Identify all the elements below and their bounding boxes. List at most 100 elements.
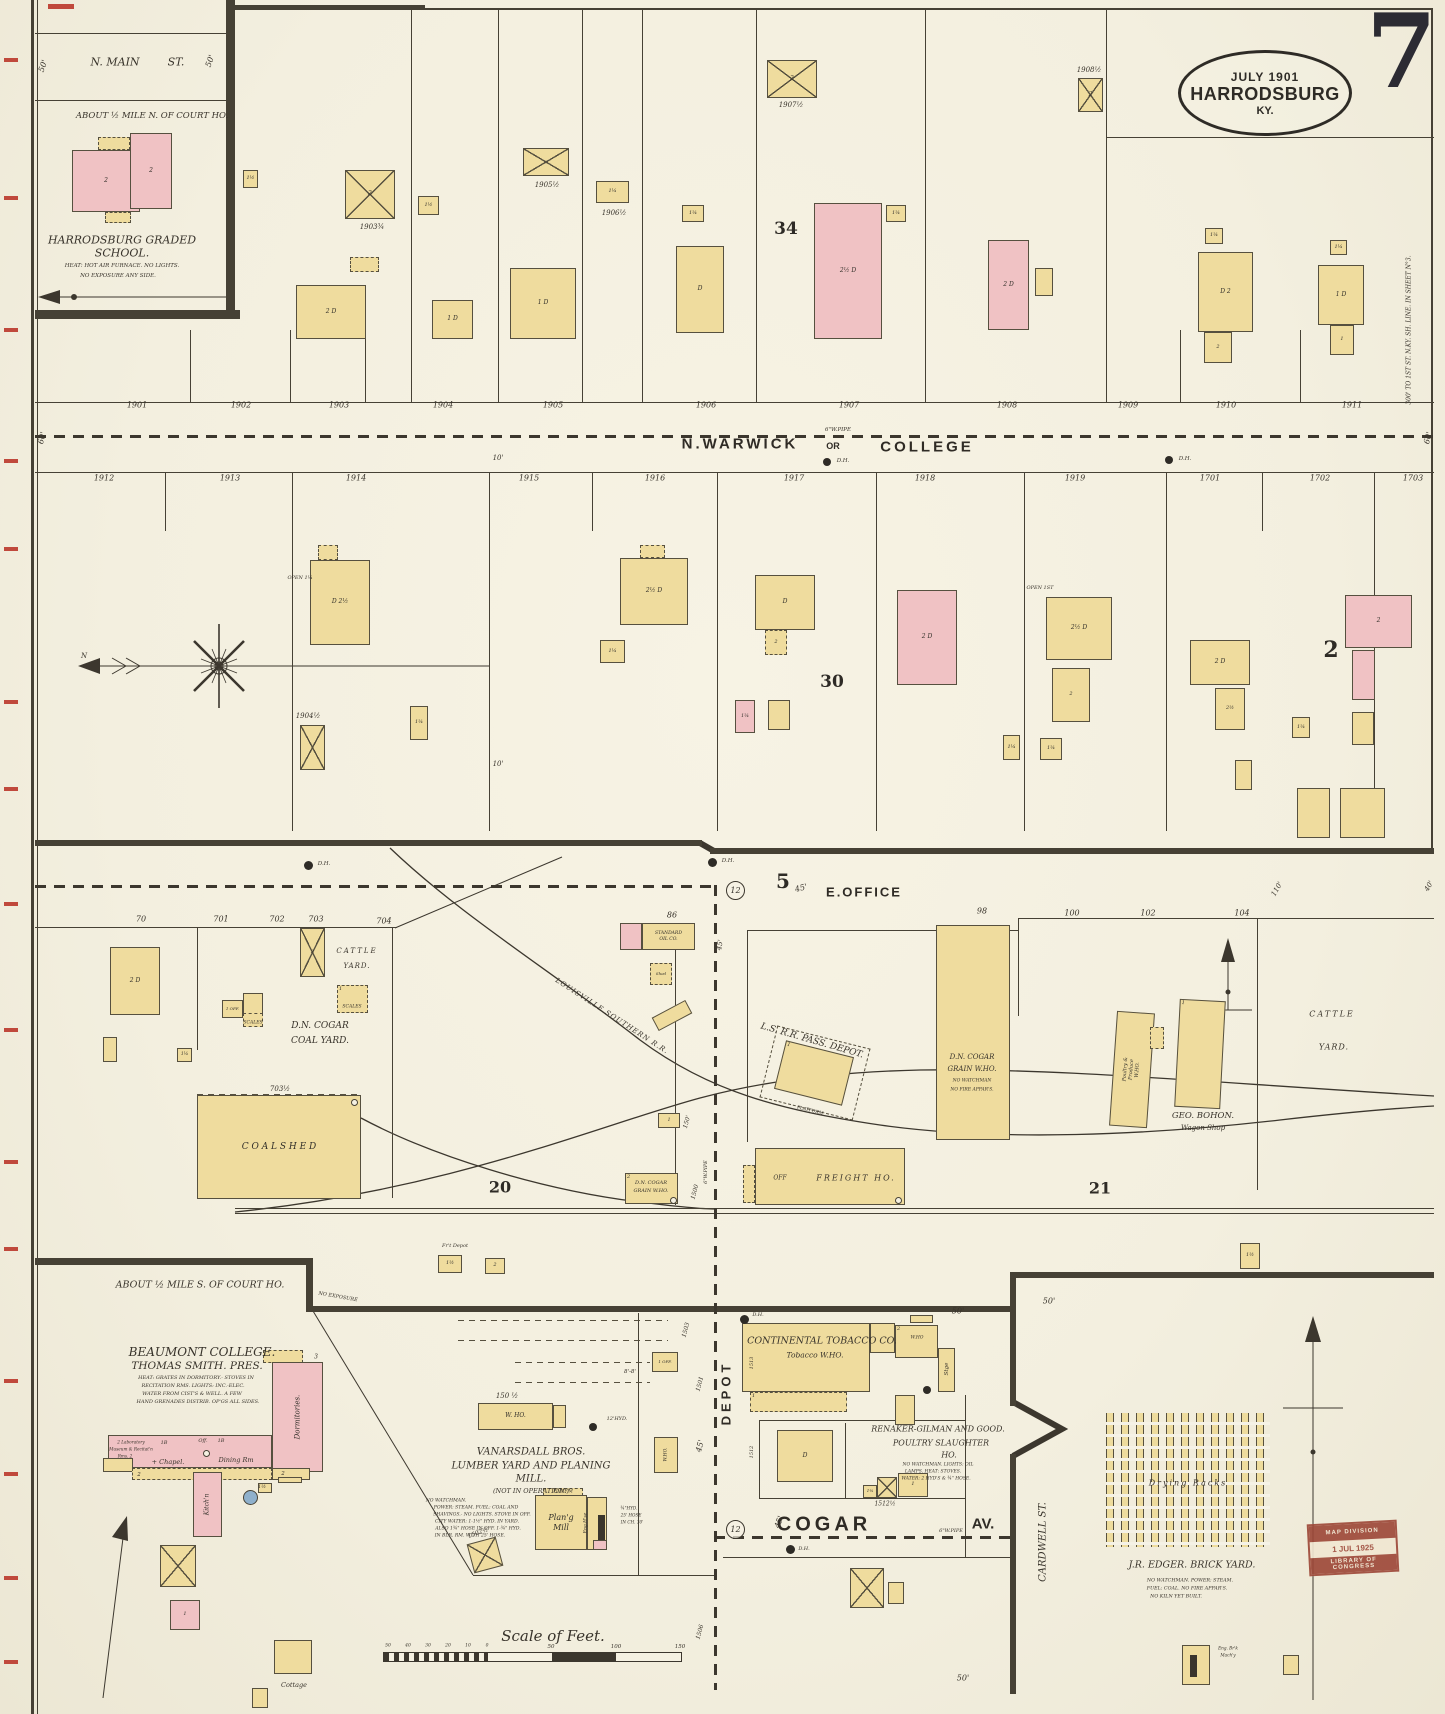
building-label: 1¼: [1046, 745, 1056, 752]
edge-red-mark: [4, 787, 18, 791]
map-label: GRAIN W.HO.: [947, 1065, 997, 1073]
building: 2: [1052, 668, 1090, 722]
building: 1½: [438, 1255, 462, 1273]
map-line: [845, 1423, 846, 1498]
map-label: D.N. COGAR: [291, 1021, 349, 1031]
map-label: 20: [488, 1177, 512, 1197]
map-label: LAMPS. HEAT: STOVES.: [904, 1469, 962, 1475]
building: [870, 1323, 895, 1353]
map-label: 6"W.PIPE: [703, 1160, 709, 1184]
map-line: [35, 1258, 308, 1265]
edge-red-mark: [4, 196, 18, 200]
map-label: 701: [213, 914, 229, 924]
library-of-congress-stamp: MAP DIVISION 1 JUL 1925 LIBRARY OF CONGR…: [1306, 1519, 1400, 1577]
building-label: 1¼: [1209, 232, 1219, 239]
map-label: 1½: [257, 1484, 267, 1490]
map-label: OR: [826, 441, 840, 451]
edge-red-mark: [4, 1379, 18, 1383]
building-label: 2 D: [921, 633, 933, 641]
building-label: Poultry & Produce W.HO.: [1121, 1056, 1141, 1082]
map-linework-item: [1310, 1449, 1316, 1455]
building: 2: [485, 1258, 505, 1274]
map-label: 10: [465, 1643, 471, 1649]
building: [895, 1395, 915, 1425]
sheet-number: 7: [1366, 0, 1437, 112]
hydrant-dot: [785, 1544, 795, 1554]
building-label: 1¼: [866, 1488, 874, 1494]
map-label: 6"W.PIPE: [824, 427, 852, 433]
street-dashed-line: [714, 1536, 1010, 1539]
map-line: [31, 0, 34, 1714]
drying-racks: [1106, 1413, 1270, 1547]
map-label: 1702: [1309, 473, 1331, 483]
hydrant-dot: [823, 458, 831, 466]
building-label: STANDARD OIL CO.: [655, 931, 682, 942]
map-label: RENAKER-GILMAN AND GOOD.: [871, 1424, 1005, 1434]
map-label: 1913: [219, 473, 241, 483]
building: STANDARD OIL CO.: [642, 923, 695, 950]
map-label: 1911: [1341, 400, 1363, 410]
map-label: 70: [135, 914, 147, 924]
map-label: NO EXPOSURE ANY SIDE.: [80, 273, 156, 279]
building: 2 D: [897, 590, 957, 685]
map-label: 1907: [838, 400, 860, 410]
map-label: D.H.: [836, 458, 850, 464]
building: [103, 1037, 117, 1062]
map-linework-item: [214, 661, 224, 671]
map-line: [1166, 473, 1167, 831]
map-label: D.H.: [752, 1312, 764, 1318]
building: 1 D: [432, 300, 473, 339]
edge-red-mark: [4, 1660, 18, 1664]
map-line: [925, 8, 926, 403]
building: 1¼: [410, 706, 428, 740]
map-label: VANARSDALL BROS.: [476, 1446, 586, 1458]
building: D 2½: [310, 560, 370, 645]
building: [1352, 650, 1375, 700]
building: Poultry & Produce W.HO.: [1109, 1010, 1155, 1129]
street-dashed-line: [458, 1340, 668, 1341]
building: 1 D: [510, 268, 576, 339]
building: Dormitories.: [272, 1362, 323, 1472]
map-label: 50': [1042, 1296, 1056, 1306]
map-linework-item: [210, 657, 228, 675]
map-label: 86: [666, 910, 678, 920]
map-line: [1018, 918, 1434, 919]
building: 1¼: [1292, 717, 1310, 738]
building: [466, 1536, 504, 1574]
map-label: 1B: [160, 1440, 168, 1446]
building: 2½: [1215, 688, 1245, 730]
building-label: 2 D: [1003, 280, 1014, 288]
map-linework-item: [71, 294, 77, 300]
map-line: [965, 1395, 966, 1557]
corner-pin: [894, 1196, 902, 1204]
map-line: [197, 928, 198, 1050]
map-line: [35, 472, 1434, 473]
building: 2: [765, 630, 787, 655]
building: [1035, 268, 1053, 296]
map-line: [642, 8, 643, 403]
map-label: 1512½: [874, 1500, 896, 1508]
building-label: 2: [368, 190, 372, 198]
building: 1: [170, 1600, 200, 1630]
map-line: [1010, 1454, 1016, 1694]
map-line: [306, 1258, 313, 1312]
map-linework-item: [211, 648, 227, 684]
scale-bar: [383, 1652, 682, 1662]
building: [1297, 788, 1330, 838]
map-label: LUMBER YARD AND PLANING: [451, 1460, 611, 1472]
building-label: D 2: [1220, 287, 1231, 295]
building: [651, 999, 693, 1032]
map-label: ABOUT ½ MILE S. OF COURT HO.: [115, 1279, 285, 1291]
building: 1¼: [177, 1048, 192, 1062]
map-line: [35, 100, 233, 101]
building: 2: [345, 170, 395, 219]
map-label: 45': [715, 938, 725, 952]
building-label: D 2½: [331, 598, 349, 606]
building: W. HO.: [478, 1403, 553, 1430]
building-label: 2½: [1225, 705, 1235, 712]
map-line: [1106, 8, 1107, 403]
building-label: 1¼: [891, 209, 901, 216]
building-label: 1¼: [1334, 243, 1343, 250]
map-line: [675, 930, 676, 1205]
map-line: [233, 5, 425, 10]
